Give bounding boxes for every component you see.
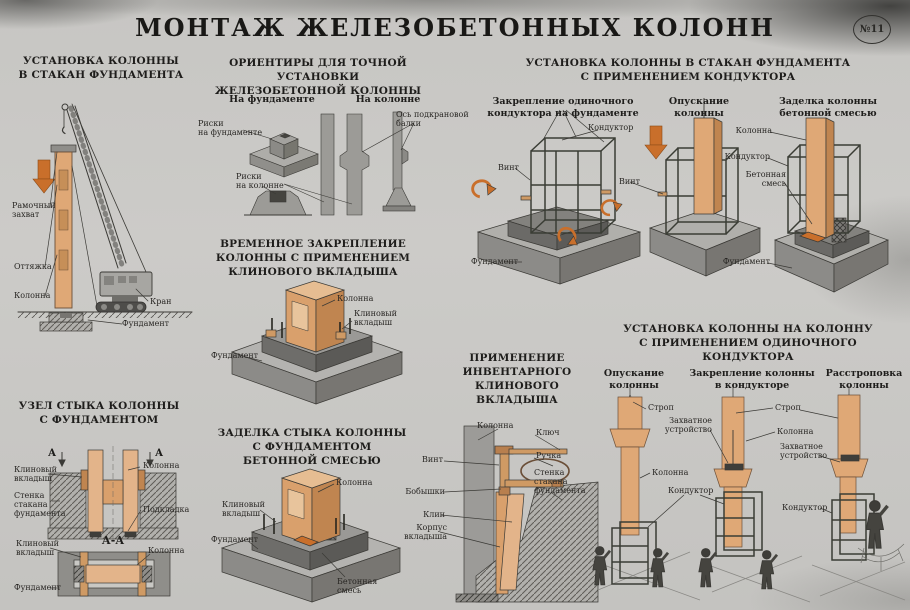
section-joint-detail-heading: УЗЕЛ СТЫКА КОЛОННЫ С ФУНДАМЕНТОМ [18, 400, 180, 426]
label-frame-grip: Рамочный захват [12, 201, 56, 220]
joint-detail-illustration [47, 446, 179, 597]
panel-title-lowering-column: Опускание колонны [668, 96, 730, 119]
label-jig-p1: Кондуктор [588, 123, 634, 132]
label-wrench: Ключ [536, 428, 560, 437]
label-column-p2-s8: Колонна [777, 427, 814, 436]
label-guy-line: Оттяжка [14, 262, 52, 271]
label-column-s3: Колонна [337, 294, 374, 303]
label-crane-beam-axis: Ось подкрановой балки [396, 110, 469, 129]
panel-title-grouting-column: Заделка колонны бетонной смесью [778, 96, 878, 119]
label-foundation-s3: Фундамент [211, 351, 259, 360]
label-screw-p2: Винт [619, 177, 640, 186]
label-socket-wall-s5: Стенка стакана фундамента [14, 491, 66, 519]
label-grip-device-p3-s8: Захватное устройство [780, 442, 828, 461]
wedge-insert-illustration [439, 425, 599, 603]
label-concrete-mix-s6: Бетонная смесь [337, 577, 378, 596]
label-column-s1: Колонна [14, 291, 51, 300]
label-foundation-s5: Фундамент [14, 583, 62, 592]
temporary-fixing-illustration [230, 280, 404, 405]
subheading-on-column: На колонне [355, 94, 421, 105]
section-install-in-socket-heading: УСТАНОВКА КОЛОННЫ В СТАКАН ФУНДАМЕНТА [18, 55, 184, 81]
label-boss: Бобышки [405, 487, 445, 496]
panel-title-fixing-jig: Закрепление одиночного кондуктора на фун… [487, 96, 639, 119]
section-inventory-wedge-heading: ПРИМЕНЕНИЕ ИНВЕНТАРНОГО КЛИНОВОГО ВКЛАДЫ… [462, 352, 572, 406]
label-column-p3: Колонна [735, 126, 772, 135]
reference-marks-illustration [242, 111, 416, 216]
label-concrete-mix-p3: Бетонная смесь [745, 170, 786, 189]
section-column-on-column-heading: УСТАНОВКА КОЛОННЫ НА КОЛОННУ С ПРИМЕНЕНИ… [623, 323, 873, 363]
label-handle: Ручка [536, 451, 562, 460]
label-column-s7: Колонна [477, 421, 514, 430]
section-marker-a-right: А [155, 448, 164, 459]
panel-title-lowering-column-s8: Опускание колонны [603, 368, 665, 391]
label-column-top-s5: Колонна [143, 461, 180, 470]
label-grip-device-p2-s8: Захватное устройство [664, 416, 712, 435]
panel-title-unslinging: Расстроповка колонны [825, 368, 903, 391]
label-column-bottom-s5: Колонна [148, 546, 185, 555]
label-column-s6: Колонна [336, 478, 373, 487]
label-foundation-p1: Фундамент [471, 257, 519, 266]
label-insert-body: Корпус вкладыша [404, 523, 447, 542]
label-screw-s7: Винт [422, 455, 443, 464]
subheading-on-foundation: На фундаменте [229, 94, 315, 105]
label-jig-p1-s8: Кондуктор [668, 486, 714, 495]
label-socket-wall-s7: Стенка стакана фундамента [534, 468, 586, 496]
section-marker-a-left: А [48, 448, 57, 459]
section-reference-marks-heading: ОРИЕНТИРЫ ДЛЯ ТОЧНОЙ УСТАНОВКИ ЖЕЛЕЗОБЕТ… [214, 57, 422, 97]
label-foundation-s6: Фундамент [211, 535, 259, 544]
section-grouting-joint-heading: ЗАДЕЛКА СТЫКА КОЛОННЫ С ФУНДАМЕНТОМ БЕТО… [217, 427, 407, 467]
label-sling-p1-s8: Строп [648, 403, 674, 412]
label-jig-p3-s8: Кондуктор [782, 503, 828, 512]
grouting-joint-illustration [220, 468, 402, 603]
label-wedge-insert-top-s5: Клиновый вкладыш [14, 465, 57, 484]
label-screw-p1: Винт [498, 163, 519, 172]
jig-panels-illustration [471, 98, 889, 293]
label-foundation-p3: Фундамент [722, 257, 770, 266]
label-column-p1-s8: Колонна [652, 468, 689, 477]
section-temporary-fixing-heading: ВРЕМЕННОЕ ЗАКРЕПЛЕНИЕ КОЛОННЫ С ПРИМЕНЕН… [215, 238, 411, 278]
column-on-column-illustration [589, 386, 906, 603]
label-marks-on-column: Риски на колонне [236, 172, 284, 191]
label-shim: Подкладка [143, 505, 190, 514]
label-wedge-s7: Клин [423, 510, 445, 519]
label-foundation-s1: Фундамент [122, 319, 170, 328]
crane-scene-illustration [17, 103, 193, 332]
section-view-label-a-a: А-А [101, 534, 125, 547]
label-wedge-insert-s6: Клиновый вкладыш [222, 500, 265, 519]
poster-title: МОНТАЖ ЖЕЛЕЗОБЕТОННЫХ КОЛОНН [135, 13, 775, 42]
label-marks-on-foundation: Риски на фундаменте [198, 119, 263, 138]
label-sling-p2-s8: Строп [775, 403, 801, 412]
poster-number-badge: №11 [853, 15, 891, 44]
label-wedge-insert-bottom-s5: Клиновый вкладыш [16, 539, 59, 558]
section-install-with-jig-heading: УСТАНОВКА КОЛОННЫ В СТАКАН ФУНДАМЕНТА С … [525, 57, 851, 83]
label-wedge-insert-s3: Клиновый вкладыш [354, 309, 397, 328]
panel-title-fixing-in-jig: Закрепление колонны в кондукторе [689, 368, 815, 391]
label-jig-p3: Кондуктор [724, 152, 770, 161]
label-crane: Кран [150, 297, 172, 306]
